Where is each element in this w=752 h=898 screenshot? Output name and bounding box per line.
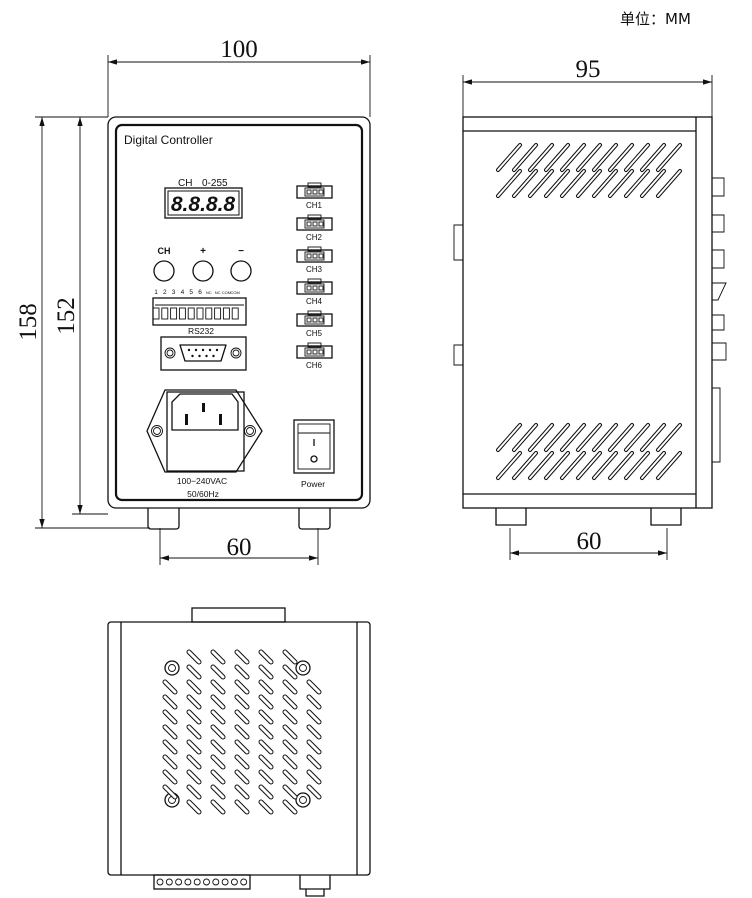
button-label-minus: − — [238, 246, 244, 257]
power-switch — [293, 419, 335, 474]
terminal-slot — [161, 307, 169, 320]
dim-front-height-total: 158 — [15, 303, 42, 341]
terminal-slot — [205, 307, 213, 320]
terminal-label: NC — [215, 290, 221, 295]
terminal-slot — [187, 307, 195, 320]
dim-front-feet: 60 — [227, 534, 252, 561]
terminal-screw — [212, 878, 220, 886]
rs232-label: RS232 — [188, 326, 214, 336]
terminal-label: COM — [231, 290, 240, 295]
dim-front-height-body: 152 — [53, 297, 80, 335]
terminal-label: 4 — [181, 289, 185, 296]
channel-connector: CH5 — [296, 310, 333, 338]
terminal-slot — [214, 307, 222, 320]
terminal-label: COM — [222, 290, 231, 295]
terminal-label: 5 — [189, 289, 193, 296]
power-label: Power — [301, 479, 325, 489]
channel-label: CH3 — [306, 265, 323, 274]
button-label-ch: CH — [158, 246, 171, 256]
button-label-plus: + — [200, 246, 206, 257]
terminal-screw — [193, 878, 201, 886]
terminal-slot — [222, 307, 230, 320]
seven-segment-display: 8.8.8.8 — [171, 193, 236, 216]
front-view: 100 158 152 60 Digital Controller CH 0-2… — [15, 36, 371, 565]
frequency-spec: 50/60Hz — [187, 489, 219, 499]
side-vent-slots — [496, 143, 682, 480]
terminal-screw — [240, 878, 248, 886]
channel-connector: CH6 — [296, 342, 333, 370]
terminal-screw — [203, 878, 210, 886]
terminal-slots — [152, 307, 239, 320]
terminal-slot — [231, 307, 239, 320]
dim-side-depth: 95 — [576, 56, 601, 83]
terminal-slot — [170, 307, 178, 320]
dim-side-feet: 60 — [577, 528, 602, 555]
top-view — [107, 607, 371, 897]
display-label-ch: CH — [178, 178, 192, 189]
power-inlet — [146, 389, 263, 473]
channel-label: CH6 — [306, 361, 323, 370]
terminal-screw — [230, 878, 238, 886]
terminal-label: 1 — [154, 289, 158, 296]
channel-connector: CH3 — [296, 246, 333, 274]
unit-label: 单位：MM — [620, 10, 691, 28]
channel-label: CH1 — [306, 201, 323, 210]
terminal-slot — [196, 307, 204, 320]
terminal-label: 6 — [198, 289, 202, 296]
terminal-screw — [175, 878, 183, 886]
channel-connector: CH1 — [296, 182, 333, 210]
dim-front-width: 100 — [220, 36, 258, 63]
channel-connector: CH4 — [296, 278, 333, 306]
plus-button — [192, 260, 214, 282]
ch-button — [153, 260, 175, 282]
top-vent-slots — [162, 649, 322, 815]
channel-label: CH4 — [306, 297, 323, 306]
terminal-screw — [221, 878, 229, 886]
terminal-label: NC — [206, 290, 212, 295]
terminal-label: 2 — [163, 289, 167, 296]
power-input-spec: 100−240VAC — [177, 476, 227, 486]
side-view: 95 60 — [453, 56, 727, 560]
minus-button — [230, 260, 252, 282]
display-label-range: 0-255 — [202, 178, 228, 189]
channel-label: CH5 — [306, 329, 323, 338]
terminal-screw — [184, 878, 192, 886]
terminal-label: 3 — [172, 289, 176, 296]
terminal-screw — [165, 878, 173, 886]
terminal-slot — [178, 307, 186, 320]
terminal-screw — [156, 878, 164, 886]
channel-label: CH2 — [306, 233, 323, 242]
panel-title: Digital Controller — [124, 133, 213, 147]
db9-connector — [160, 336, 247, 371]
channel-connector: CH2 — [296, 214, 333, 242]
top-terminal-screws — [156, 878, 248, 886]
terminal-slot — [152, 307, 160, 320]
